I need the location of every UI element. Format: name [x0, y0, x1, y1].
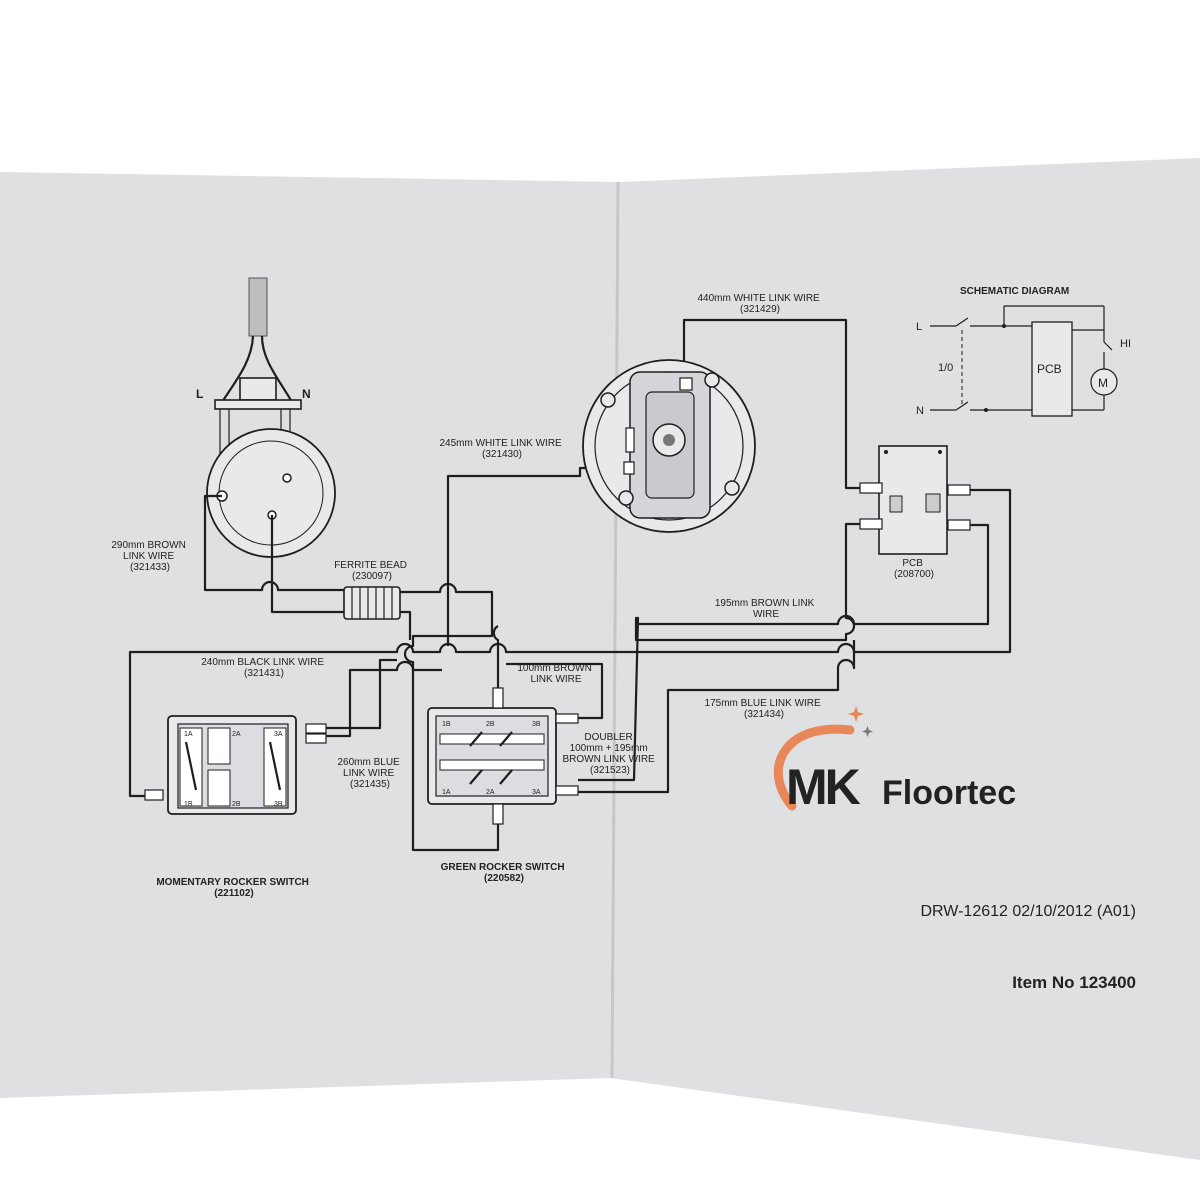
svg-text:240mm BLACK LINK WIRE (3: 240mm BLACK LINK WIRE (321431): [201, 657, 327, 679]
mk-floortec-logo: MK Floortec: [773, 706, 1016, 815]
label-pcb-line1: PCB: [902, 558, 923, 569]
label-ferrite-line2: (230097): [352, 571, 392, 582]
schematic-pcb: PCB: [1037, 362, 1062, 376]
label-pcb-line2: (208700): [894, 569, 934, 580]
wiring: [128, 318, 1012, 852]
motor: [582, 359, 756, 533]
label-290-line3: (321433): [130, 562, 170, 573]
label-240-line1: 240mm BLACK LINK WIRE: [201, 657, 324, 668]
svg-text:260mm BLUE LINK WIRE: 260mm BLUE LINK WIRE (321435): [337, 757, 402, 790]
mark-mom-3a: 3A: [274, 731, 283, 738]
item-number: Item No 123400: [1012, 973, 1136, 992]
mark-grn-3b: 3B: [532, 721, 541, 728]
svg-text:245mm WHITE LINK WIRE (3: 245mm WHITE LINK WIRE (321430): [439, 438, 564, 460]
label-440-line2: (321429): [740, 304, 780, 315]
svg-text:PCB (208700): PCB (208700): [894, 558, 934, 580]
label-240-line2: (321431): [244, 668, 284, 679]
mark-grn-1b: 1B: [442, 721, 451, 728]
label-100-line1: 100mm BROWN: [517, 663, 591, 674]
mark-grn-1a: 1A: [442, 789, 451, 796]
svg-text:290mm BROWN LINK WIRE: 290mm BROWN LINK WIRE (321433): [111, 540, 188, 573]
label-245-line2: (321430): [482, 449, 522, 460]
logo-mk: MK: [786, 759, 861, 815]
schematic-label-n: N: [916, 405, 924, 417]
label-momentary-line2: (221102): [214, 888, 253, 899]
label-260-line3: (321435): [350, 779, 390, 790]
svg-text:FERRITE BEAD (230097): FERRITE BEAD (230097): [334, 560, 410, 582]
mark-mom-1a: 1A: [184, 731, 193, 738]
logo-floortec: Floortec: [882, 774, 1016, 812]
paper-sheet: [0, 158, 1200, 1160]
mark-mom-1b: 1B: [184, 801, 193, 808]
green-rocker-switch: [427, 687, 579, 825]
svg-text:195mm BROWN LINK WIRE: 195mm BROWN LINK WIRE: [715, 598, 817, 620]
schematic-title: SCHEMATIC DIAGRAM: [960, 286, 1069, 297]
label-195-line1: 195mm BROWN LINK: [715, 598, 815, 609]
svg-text:175mm BLUE LINK WIRE (32: 175mm BLUE LINK WIRE (321434): [705, 698, 824, 720]
diagram-labels: 290mm BROWN LINK WIRE (321433) FERRITE B…: [111, 293, 1136, 992]
mark-mom-2a: 2A: [232, 731, 241, 738]
label-175-line2: (321434): [744, 709, 784, 720]
label-245-line1: 245mm WHITE LINK WIRE: [439, 438, 562, 449]
label-100-line2: LINK WIRE: [530, 674, 581, 685]
label-195-line2: WIRE: [753, 609, 779, 620]
cable-label-l: L: [196, 387, 203, 401]
mark-grn-2b: 2B: [486, 721, 495, 728]
label-260-line2: LINK WIRE: [343, 768, 394, 779]
svg-text:DOUBLER 100mm + 195mm: DOUBLER 100mm + 195mm BROWN LINK WIRE (3…: [562, 732, 657, 776]
label-290-line2: LINK WIRE: [123, 551, 174, 562]
label-momentary-line1: MOMENTARY ROCKER SWITCH: [156, 877, 309, 888]
ferrite-bead: [343, 586, 401, 620]
label-doubler-line4: (321523): [590, 765, 630, 776]
label-290-line1: 290mm BROWN: [111, 540, 185, 551]
label-175-line1: 175mm BLUE LINK WIRE: [705, 698, 821, 709]
label-440-line1: 440mm WHITE LINK WIRE: [697, 293, 820, 304]
svg-text:440mm WHITE LINK WIRE (3: 440mm WHITE LINK WIRE (321429): [697, 293, 822, 315]
label-doubler-line1: DOUBLER: [584, 732, 632, 743]
label-ferrite-line1: FERRITE BEAD: [334, 560, 407, 571]
pcb-board: [859, 445, 971, 555]
svg-text:GREEN ROCKER SWITCH (220: GREEN ROCKER SWITCH (220582): [441, 862, 568, 884]
mark-mom-3b: 3B: [274, 801, 283, 808]
label-260-line1: 260mm BLUE: [337, 757, 400, 768]
label-doubler-line3: BROWN LINK WIRE: [562, 754, 655, 765]
paper-fold: [610, 181, 620, 1079]
label-doubler-line2: 100mm + 195mm: [570, 743, 648, 754]
label-green-line1: GREEN ROCKER SWITCH: [441, 862, 565, 873]
schematic-motor-m: M: [1098, 376, 1108, 390]
mark-mom-2b: 2B: [232, 801, 241, 808]
momentary-rocker-switch: [144, 715, 327, 815]
drawing-number: DRW-12612 02/10/2012 (A01): [920, 903, 1136, 920]
schematic-label-10: 1/0: [938, 362, 953, 374]
svg-text:MOMENTARY ROCKER SWITCH: MOMENTARY ROCKER SWITCH (221102): [156, 877, 311, 899]
logo-arc: [773, 724, 855, 811]
mark-grn-2a: 2A: [486, 789, 495, 796]
label-green-line2: (220582): [484, 873, 524, 884]
schematic-label-l: L: [916, 321, 922, 333]
svg-text:100mm BROWN LINK WIRE: 100mm BROWN LINK WIRE: [517, 663, 594, 685]
cable-label-n: N: [302, 387, 311, 401]
schematic-inset: SCHEMATIC DIAGRAM L N 1/0 M PCB HI: [916, 286, 1131, 417]
schematic-hi: HI: [1120, 338, 1131, 350]
mark-grn-3a: 3A: [532, 789, 541, 796]
